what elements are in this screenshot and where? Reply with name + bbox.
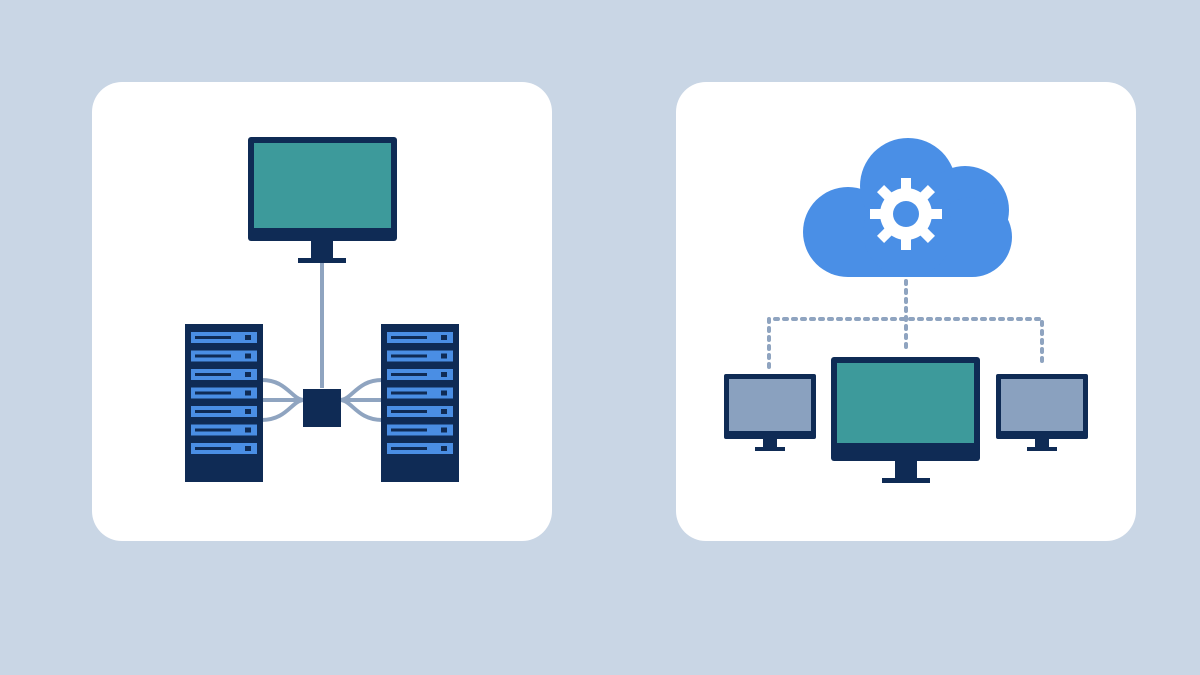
server-cables [261, 378, 383, 422]
monitor-icon [996, 374, 1088, 451]
on-premise-diagram-card [92, 82, 552, 541]
network-switch-icon [303, 389, 341, 427]
server-rack-icon [185, 324, 263, 482]
on-premise-diagram [185, 137, 459, 482]
cloud-network-diagram-card [676, 82, 1136, 541]
monitor-icon [831, 357, 980, 483]
cloud-network-diagram [724, 138, 1088, 483]
server-rack-icon [381, 324, 459, 482]
cloud-gear-icon [803, 138, 1012, 277]
gear-icon [870, 178, 942, 250]
dotted-connectors [767, 270, 1044, 369]
monitor-icon [724, 374, 816, 451]
monitor-icon [248, 137, 397, 263]
